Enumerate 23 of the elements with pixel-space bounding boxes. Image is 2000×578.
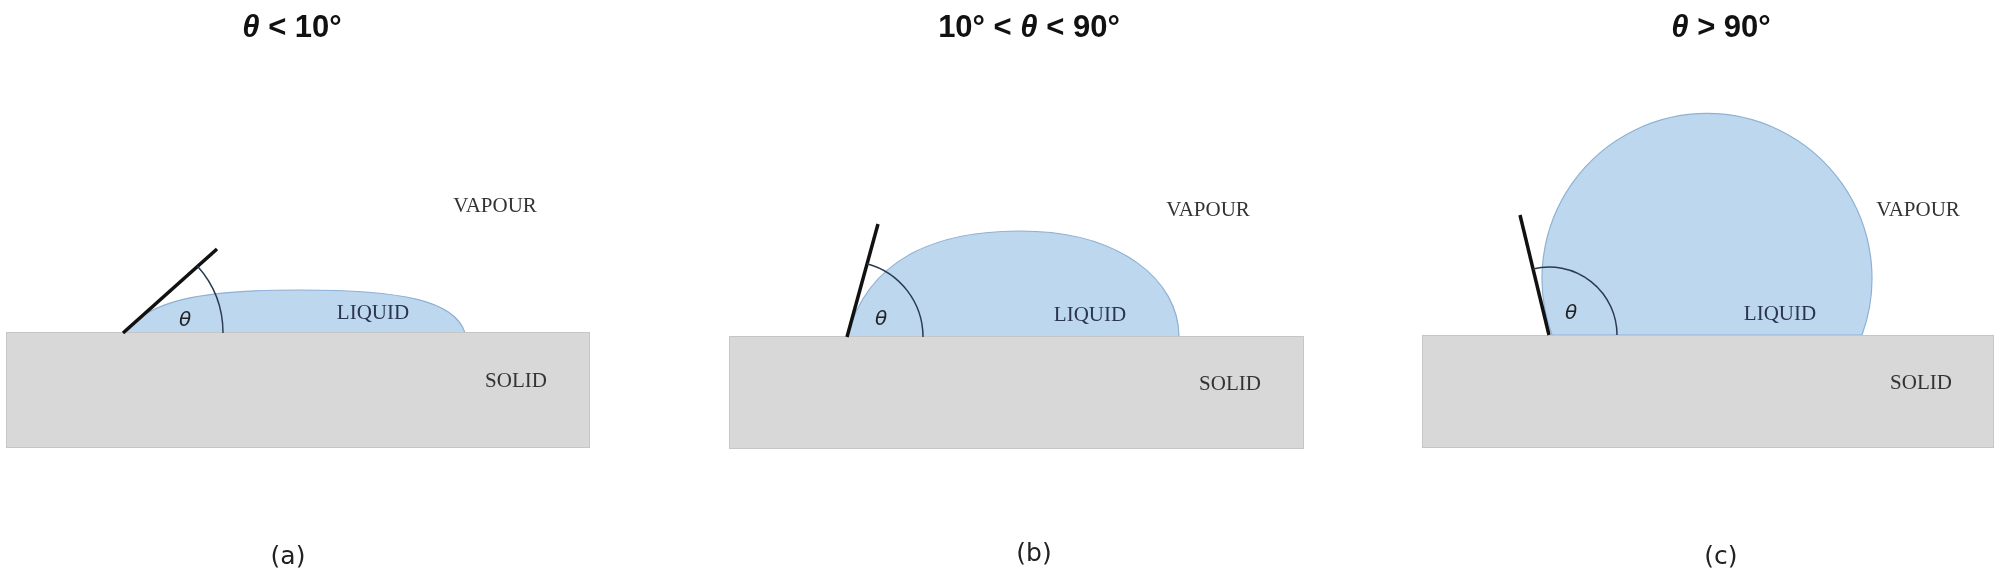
panel-title: θ < 10°: [242, 9, 342, 45]
solid-substrate: [1422, 335, 1994, 448]
liquid-droplet: [1542, 113, 1873, 335]
solid-substrate: [729, 336, 1304, 449]
phase-label: SOLID: [1890, 369, 1952, 395]
phase-label: LIQUID: [1743, 300, 1817, 326]
solid-substrate: [6, 332, 590, 448]
angle-symbol: θ: [1564, 300, 1578, 324]
panel-caption: (b): [1016, 537, 1052, 567]
angle-symbol: θ: [178, 307, 192, 331]
phase-label: SOLID: [1199, 370, 1261, 396]
phase-label: LIQUID: [336, 299, 410, 325]
phase-label: VAPOUR: [453, 192, 537, 218]
phase-label: VAPOUR: [1876, 196, 1960, 222]
panel-title: 10° < θ < 90°: [938, 9, 1120, 45]
panel-caption: (c): [1704, 540, 1738, 570]
phase-label: LIQUID: [1053, 301, 1127, 327]
liquid-droplet: [847, 230, 1180, 337]
phase-label: VAPOUR: [1166, 196, 1250, 222]
panel-caption: (a): [270, 540, 306, 570]
phase-label: SOLID: [485, 367, 547, 393]
panel-title: θ > 90°: [1671, 9, 1771, 45]
angle-symbol: θ: [874, 306, 888, 330]
